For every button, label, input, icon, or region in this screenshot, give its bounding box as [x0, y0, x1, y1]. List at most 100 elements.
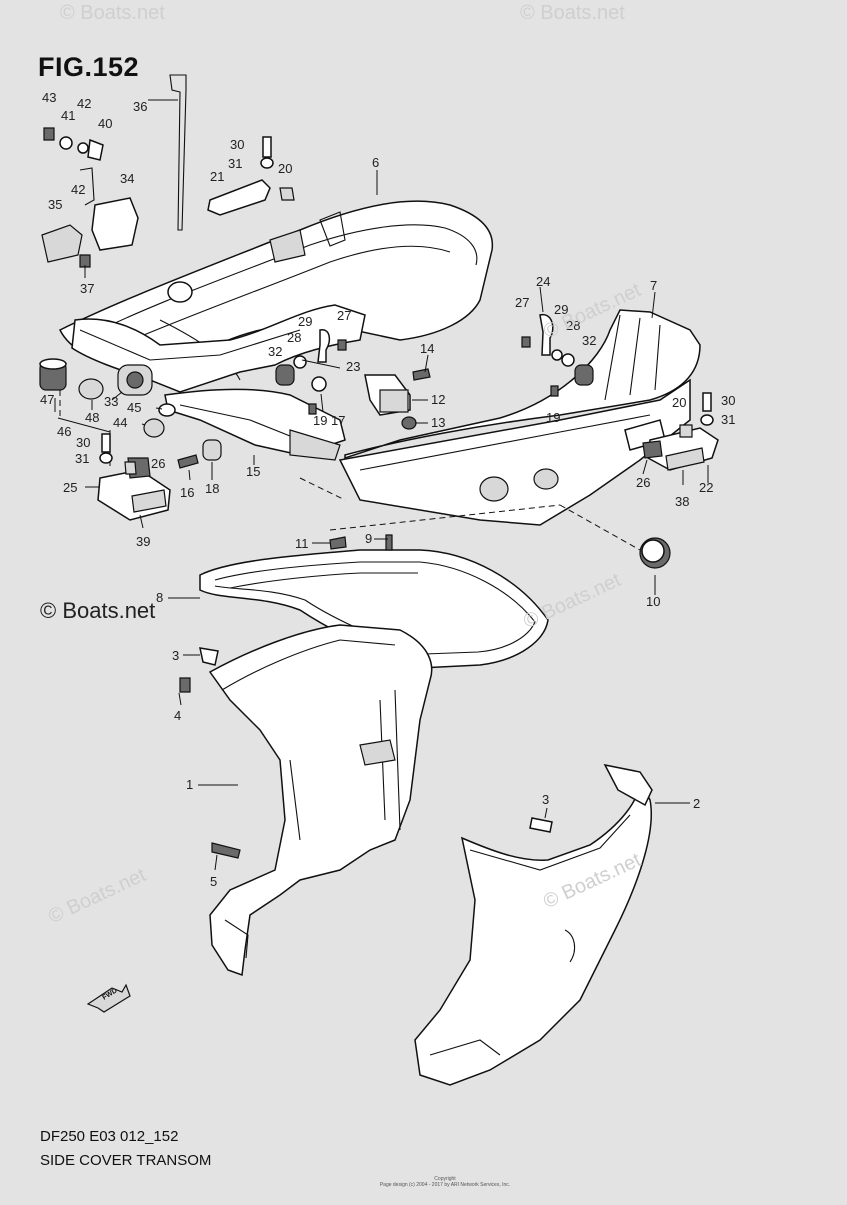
- faint-watermark: © Boats.net: [60, 2, 165, 24]
- washer-31-upper: [260, 157, 274, 169]
- callout: 7: [650, 278, 657, 293]
- callout: 36: [133, 99, 147, 114]
- callout: 42: [71, 182, 85, 197]
- faint-watermark: © Boats.net: [520, 2, 625, 24]
- leader-lines: [54, 99, 709, 871]
- washer-29-right: [551, 349, 563, 361]
- callout: 29: [298, 314, 312, 329]
- bolt-27-right: [521, 336, 531, 348]
- figure-description: SIDE COVER TRANSOM: [40, 1152, 212, 1169]
- callout: 32: [582, 333, 596, 348]
- latch-21: [207, 179, 271, 216]
- bolt-16: [177, 454, 199, 469]
- pin-30-left: [101, 433, 111, 453]
- grommet-44: [143, 418, 165, 438]
- callout: 30: [230, 137, 244, 152]
- callout: 10: [646, 594, 660, 609]
- washer-41: [59, 136, 73, 150]
- callout: 34: [120, 171, 134, 186]
- clip-40: [87, 138, 104, 161]
- bolt-37: [79, 254, 91, 268]
- callout: 2: [693, 796, 700, 811]
- screw-17: [311, 376, 327, 392]
- callout: 13: [431, 415, 445, 430]
- washer-31-right: [700, 414, 714, 426]
- callout: 15: [246, 464, 260, 479]
- callout: 26: [151, 456, 165, 471]
- figure-title: FIG.152: [38, 52, 140, 82]
- cable-tie-36: [169, 74, 187, 231]
- lever-42-lower: [79, 167, 95, 206]
- callout: 31: [228, 156, 242, 171]
- callout: 17: [331, 413, 345, 428]
- callout: 21: [210, 169, 224, 184]
- grommet-33: [117, 364, 153, 396]
- callout: 46: [57, 424, 71, 439]
- callout: 30: [721, 393, 735, 408]
- callout: 9: [365, 531, 372, 546]
- screw-20-upper: [279, 187, 295, 201]
- bolt-43: [43, 127, 55, 141]
- callout: 8: [156, 590, 163, 605]
- callout: 3: [542, 792, 549, 807]
- lower-side-cover-left: [208, 624, 433, 977]
- callout: 28: [287, 330, 301, 345]
- bracket-12: [364, 374, 411, 416]
- callout: 20: [672, 395, 686, 410]
- forward-arrow-icon: FWD: [86, 983, 131, 1013]
- washer-31-left: [99, 452, 113, 464]
- callout: 43: [42, 90, 56, 105]
- callout: 39: [136, 534, 150, 549]
- callout: 4: [174, 708, 181, 723]
- callout: 26: [636, 475, 650, 490]
- screw-19-left: [308, 403, 317, 415]
- callout: 29: [554, 302, 568, 317]
- callout: 27: [515, 295, 529, 310]
- callout: 5: [210, 874, 217, 889]
- pin-9: [385, 534, 393, 551]
- bolt-11: [329, 536, 347, 550]
- callout: 12: [431, 392, 445, 407]
- grommet-18: [202, 439, 222, 461]
- pin-30-right: [702, 392, 712, 412]
- callout: 28: [566, 318, 580, 333]
- callout: 48: [85, 410, 99, 425]
- callout-labels: 1 2 3 3 4 5 6 7 8 9 10 11 12 13 14 15 16…: [40, 90, 735, 889]
- screw-20-left: [124, 461, 137, 475]
- callout: 25: [63, 480, 77, 495]
- callout: 37: [80, 281, 94, 296]
- copyright-line-1: Copyright: [434, 1176, 456, 1182]
- bracket-3-right: [529, 817, 553, 833]
- grommet-47: [39, 358, 67, 391]
- right-side-cover: [338, 309, 701, 526]
- callout: 45: [127, 400, 141, 415]
- seal-8: [199, 549, 549, 669]
- screw-13: [401, 416, 417, 430]
- model-code: DF250 E03 012_152: [40, 1128, 179, 1145]
- latch-25: [97, 469, 171, 521]
- callout: 41: [61, 108, 75, 123]
- lock-assembly-35: [41, 224, 83, 263]
- pin-30-upper: [262, 136, 272, 158]
- copyright-line-2: Page design (c) 2004 - 2017 by ARI Netwo…: [379, 1182, 511, 1188]
- callout: 19: [313, 413, 327, 428]
- cap-48: [78, 378, 104, 400]
- callout: 18: [205, 481, 219, 496]
- plug-10: [639, 537, 671, 569]
- callout: 44: [113, 415, 127, 430]
- callout: 3: [172, 648, 179, 663]
- bolt-27-left: [337, 339, 347, 351]
- callout: 30: [76, 435, 90, 450]
- callout: 35: [48, 197, 62, 212]
- bolt-4: [179, 677, 191, 693]
- holder-45: [158, 403, 176, 417]
- grommet-32-right: [574, 364, 594, 386]
- bolt-14: [412, 368, 431, 381]
- callout: 42: [77, 96, 91, 111]
- callout: 31: [721, 412, 735, 427]
- callout: 47: [40, 392, 54, 407]
- callout: 16: [180, 485, 194, 500]
- hook-24: [539, 313, 554, 356]
